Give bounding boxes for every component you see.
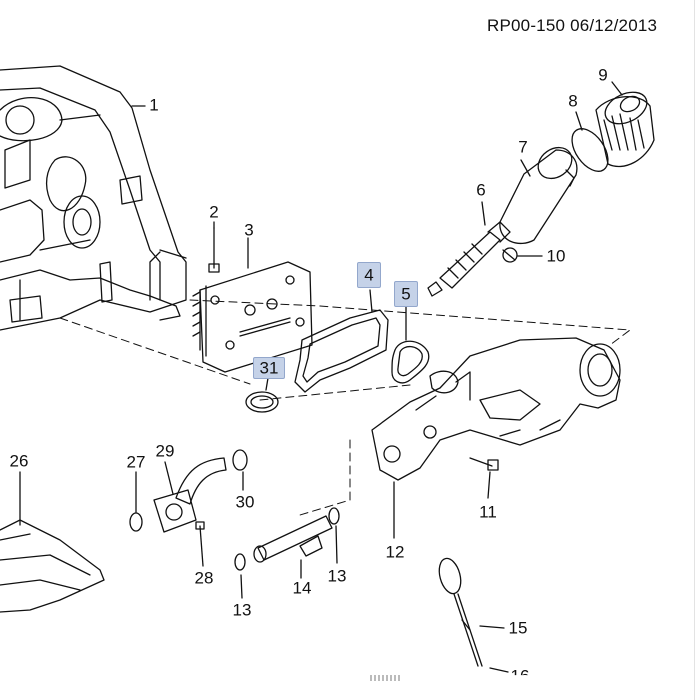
callout-10[interactable]: 10: [546, 246, 566, 266]
callout-3[interactable]: 3: [244, 220, 254, 240]
callout-13-right[interactable]: 13: [327, 566, 347, 586]
highlight-31: [253, 357, 285, 379]
callout-5[interactable]: 5: [401, 284, 411, 304]
valve-6: [427, 221, 511, 297]
bolt-2: [208, 227, 220, 273]
bolt-11: [469, 457, 499, 471]
bolt-28: [199, 525, 204, 567]
callout-12[interactable]: 12: [385, 542, 405, 562]
callout-13-left[interactable]: 13: [232, 600, 252, 620]
callout-8[interactable]: 8: [568, 91, 578, 111]
callout-1[interactable]: 1: [149, 95, 159, 115]
callout-27[interactable]: 27: [126, 452, 146, 472]
filter-cap-9: [595, 91, 655, 168]
callout-9[interactable]: 9: [598, 65, 608, 85]
seal-30: [232, 449, 248, 471]
o-ring-8: [571, 128, 609, 172]
gasket-4: [294, 309, 389, 393]
filter-element-7: [499, 146, 578, 245]
callout-26[interactable]: 26: [9, 451, 29, 471]
callout-29[interactable]: 29: [155, 441, 175, 461]
ring-27: [129, 512, 143, 532]
dipstick-15: [438, 557, 483, 667]
resize-grip[interactable]: [370, 668, 404, 681]
callout-7[interactable]: 7: [518, 137, 528, 157]
screw-10: [502, 247, 518, 263]
engine-block: [0, 65, 187, 331]
oil-cooler-3: [192, 261, 313, 373]
oil-filter-housing-12: [371, 337, 621, 481]
ring-13a: [234, 553, 246, 571]
callout-16[interactable]: 16: [510, 666, 530, 686]
callout-30[interactable]: 30: [235, 492, 255, 512]
oil-pan-26: [0, 519, 105, 613]
highlight-5: [394, 281, 418, 307]
ring-13b: [328, 507, 340, 525]
highlight-4: [357, 262, 381, 288]
pipe-29: [153, 457, 227, 533]
callout-15[interactable]: 15: [508, 618, 528, 638]
callout-28[interactable]: 28: [194, 568, 214, 588]
callout-6[interactable]: 6: [476, 180, 486, 200]
callout-2[interactable]: 2: [209, 202, 219, 222]
callout-31[interactable]: 31: [259, 358, 279, 378]
seal-5: [391, 340, 430, 384]
pipe-14: [253, 515, 333, 563]
callout-11[interactable]: 11: [479, 502, 497, 522]
callout-4[interactable]: 4: [364, 265, 374, 285]
callout-14[interactable]: 14: [292, 578, 312, 598]
right-edge-rule: [694, 0, 695, 700]
o-ring-31: [245, 391, 279, 413]
drawing-reference: RP00-150 06/12/2013: [487, 16, 658, 35]
